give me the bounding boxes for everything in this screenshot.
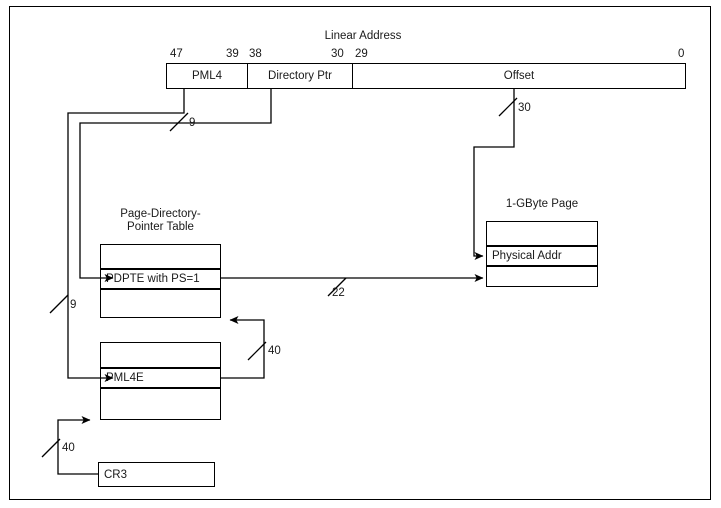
bitwidth-label-pml4-index: 9 [70,299,77,311]
bitwidth-label-dirptr-index: 9 [189,117,196,129]
page-row-empty-top [486,221,598,246]
cr3-register[interactable]: CR3 [98,462,215,487]
page-row-empty-bottom [486,266,598,287]
pdpt-row-empty-top [100,244,221,269]
pml4-table-row-empty-bottom [100,388,221,420]
linear-address-title: Linear Address [324,30,402,42]
bit-label-38: 38 [249,48,262,60]
page-entry-physical-addr[interactable]: Physical Addr [486,246,598,266]
pdpt-entry-pdpte[interactable]: PDPTE with PS=1 [100,269,221,289]
linear-address-field-offset[interactable]: Offset [352,63,686,89]
bitwidth-label-pml4e-addr-bits: 40 [268,345,281,357]
bit-label-39: 39 [226,48,239,60]
pdpt-caption-line1: Page-Directory- [120,208,201,220]
bit-label-29: 29 [355,48,368,60]
bitwidth-label-cr3-addr-bits: 40 [62,442,75,454]
page-caption: 1-GByte Page [505,198,579,210]
bitwidth-label-pdpte-addr-bits: 22 [332,287,345,299]
linear-address-field-directory-ptr[interactable]: Directory Ptr [247,63,353,89]
pdpt-caption-line2: Pointer Table [127,221,194,233]
bit-label-47: 47 [170,48,183,60]
linear-address-field-pml4[interactable]: PML4 [166,63,248,89]
pdpt-row-empty-bottom [100,289,221,318]
figure-border [9,6,711,500]
pml4-table-entry-pml4e[interactable]: PML4E [100,368,221,388]
bit-label-0: 0 [678,48,685,60]
bitwidth-label-offset-bits: 30 [518,102,531,114]
bit-label-30: 30 [331,48,344,60]
pml4-table-row-empty-top [100,342,221,368]
